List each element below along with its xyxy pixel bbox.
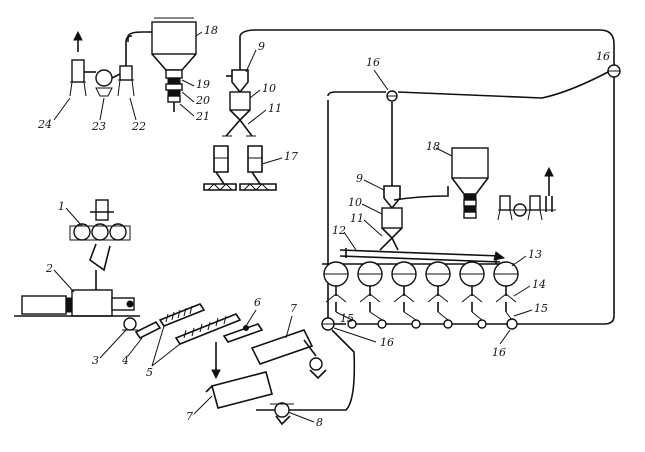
label-2: 2: [45, 262, 75, 293]
label-text-18a: 18: [204, 24, 218, 37]
label-15-left: 15: [340, 312, 354, 325]
switch-valve-16-b: [607, 64, 621, 78]
label-24: 24: [37, 97, 71, 131]
label-text-18b: 18: [426, 140, 440, 153]
storage-hopper-18-top: [150, 17, 197, 71]
pneumatic-main-line: [127, 29, 615, 411]
feeder-19-20-21: [165, 69, 183, 112]
cyclone-9-top: [226, 64, 249, 94]
rotary-dryer-7-upper: [250, 329, 327, 380]
label-20: 20: [181, 91, 210, 107]
label-text-22: 22: [131, 120, 146, 133]
label-9-top: 9: [245, 40, 265, 73]
storage-hopper-18-right: [451, 147, 489, 219]
label-9-right: 9: [356, 172, 385, 191]
label-text-23: 23: [91, 120, 106, 133]
bagging-hoppers-17: [203, 145, 277, 191]
label-21: 21: [179, 103, 210, 123]
label-16-left: 16: [333, 327, 394, 349]
valves-15: [334, 311, 513, 329]
distributor-11-right: [379, 237, 399, 251]
label-text-16a: 16: [366, 56, 380, 69]
feeders-14: [325, 286, 517, 312]
label-7-upper: 7: [285, 302, 297, 339]
extruder-2: [14, 270, 140, 317]
label-text-17: 17: [284, 150, 298, 163]
label-7-lower: 7: [186, 395, 213, 423]
screw-conveyor-12: [339, 248, 506, 264]
bin-10-top: [229, 91, 251, 122]
label-text-20: 20: [195, 94, 210, 107]
label-text-13: 13: [528, 248, 542, 261]
bin-10-right: [381, 207, 403, 240]
label-text-11a: 11: [268, 102, 282, 115]
label-6: 6: [245, 296, 261, 327]
label-13: 13: [511, 248, 542, 267]
feeder-8: [270, 402, 294, 426]
label-text-14: 14: [532, 278, 546, 291]
label-text-6: 6: [254, 296, 261, 309]
label-4: 4: [121, 337, 143, 367]
label-18-top: 18: [195, 24, 218, 37]
label-text-24: 24: [37, 118, 52, 131]
label-14: 14: [513, 278, 546, 297]
switch-valve-16-a: [386, 90, 398, 102]
label-11-right: 11: [350, 212, 383, 237]
label-text-9a: 9: [258, 40, 265, 53]
label-5: 5: [146, 325, 181, 379]
splitter-11-top: [222, 119, 256, 137]
equipment-22-23-24: [69, 30, 135, 97]
label-10-right: 10: [348, 196, 383, 215]
label-12: 12: [332, 224, 357, 251]
label-text-3: 3: [92, 354, 99, 367]
label-16-bottom-right: 16: [492, 329, 511, 359]
label-text-8: 8: [316, 416, 323, 429]
label-19: 19: [181, 78, 210, 91]
label-11-top: 11: [247, 102, 282, 125]
cyclone-9-right: [383, 185, 401, 210]
label-15-right: 15: [513, 302, 548, 317]
label-text-16b: 16: [596, 50, 610, 63]
cutter-3: [122, 317, 138, 331]
sieve-4: [134, 320, 162, 340]
rotary-dryer-7-lower: [205, 371, 273, 409]
label-23: 23: [91, 97, 106, 133]
label-1: 1: [58, 200, 83, 227]
label-16-top: 16: [366, 56, 389, 91]
label-text-7b: 7: [186, 410, 193, 423]
storage-bins-13: [322, 261, 519, 287]
feeder-press-1: [69, 199, 131, 272]
label-text-16c: 16: [380, 336, 394, 349]
label-17: 17: [261, 150, 298, 165]
label-text-15a: 15: [340, 312, 354, 325]
label-text-9b: 9: [356, 172, 363, 185]
label-text-10a: 10: [262, 82, 276, 95]
switch-valve-16-d: [506, 318, 518, 330]
label-text-10b: 10: [348, 196, 362, 209]
label-18-right: 18: [426, 140, 453, 157]
label-text-4: 4: [121, 354, 129, 367]
label-text-5: 5: [146, 366, 153, 379]
label-text-19: 19: [196, 78, 210, 91]
label-text-15b: 15: [534, 302, 548, 315]
conveyor-6: [211, 323, 264, 380]
label-3: 3: [92, 329, 127, 367]
label-text-1: 1: [58, 200, 65, 213]
label-text-7a: 7: [290, 302, 297, 315]
label-10-top: 10: [249, 82, 276, 99]
label-8: 8: [287, 411, 323, 429]
switch-valve-16-c: [321, 317, 335, 331]
screw-conveyors-5: [158, 303, 242, 345]
label-text-2: 2: [45, 262, 53, 275]
label-text-21: 21: [195, 110, 210, 123]
label-text-12: 12: [332, 224, 346, 237]
label-22: 22: [129, 97, 146, 133]
equipment-22-24-right: [497, 166, 556, 221]
label-text-11b: 11: [350, 212, 364, 225]
label-16-top-right: 16: [596, 50, 610, 63]
label-text-16d: 16: [492, 346, 506, 359]
